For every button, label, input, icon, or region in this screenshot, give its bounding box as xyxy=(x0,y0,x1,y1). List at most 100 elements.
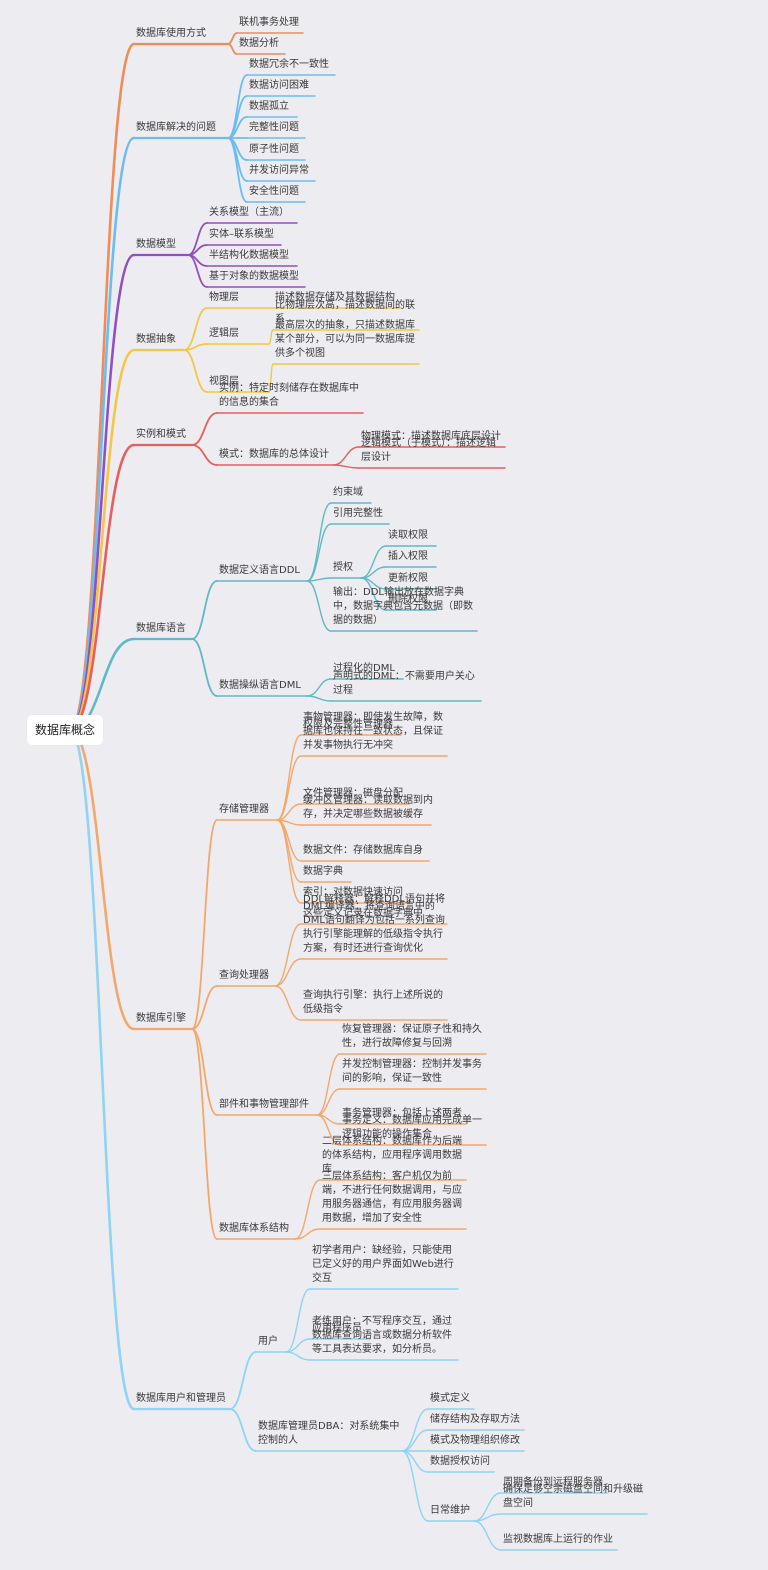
topic-node[interactable]: 数据库体系结构 xyxy=(219,1223,289,1234)
topic-node[interactable]: 初学者用户：缺经验，只能使用 已定义好的用户界面如Web进行 交互 xyxy=(312,1245,454,1284)
connector xyxy=(187,254,208,288)
topic-node[interactable]: 三层体系结构：客户机仅为前 端，不进行任何数据调用，与应 用服务器通信，有应用服… xyxy=(322,1171,462,1224)
branch-node[interactable]: 数据库语言 xyxy=(136,623,186,634)
connector xyxy=(227,32,238,45)
topic-node[interactable]: 部件和事物管理部件 xyxy=(219,1099,309,1110)
connector xyxy=(191,444,218,466)
topic-node[interactable]: 声明式的DML：不需要用户关心 过程 xyxy=(333,671,475,696)
topic-node[interactable]: 用户 xyxy=(258,1336,278,1347)
topic-node[interactable]: 日常维护 xyxy=(430,1505,470,1516)
topic-node[interactable]: 约束域 xyxy=(333,487,363,498)
topic-node[interactable]: 二层体系结构：数据库作为后端 的体系结构，应用程序调用数据 库 xyxy=(322,1136,462,1175)
connector xyxy=(332,464,360,469)
topic-node[interactable]: 描述数据存储及其数据结构 xyxy=(275,292,395,303)
topic-node[interactable]: 权限及完整性管理器 xyxy=(303,719,393,730)
connector xyxy=(401,1450,429,1522)
topic-node[interactable]: 完整性问题 xyxy=(249,122,299,133)
topic-node[interactable]: 恢复管理器：保证原子性和持久 性，进行故障修复与回溯 xyxy=(342,1024,482,1049)
branch-node[interactable]: 数据库用户和管理员 xyxy=(136,1393,226,1404)
branch-node[interactable]: 数据库使用方式 xyxy=(136,28,206,39)
connector xyxy=(306,577,332,582)
topic-node[interactable]: 更新权限 xyxy=(388,573,428,584)
topic-node[interactable]: 存储管理器 xyxy=(219,804,269,815)
topic-node[interactable]: 数据操纵语言DML xyxy=(219,680,301,691)
topic-node[interactable]: 数据分析 xyxy=(239,38,279,49)
connector xyxy=(276,819,302,862)
topic-node[interactable]: 半结构化数据模型 xyxy=(209,250,289,261)
connector xyxy=(183,307,208,351)
connector xyxy=(68,348,136,732)
topic-node[interactable]: 储存结构及存取方法 xyxy=(430,1414,520,1425)
connector xyxy=(306,695,332,702)
topic-node[interactable]: 最高层次的抽象，只描述数据库 某个部分，可以为同一数据库提 供多个视图 xyxy=(275,320,415,359)
branch-node[interactable]: 数据抽象 xyxy=(136,334,176,345)
topic-node[interactable]: 关系模型（主流） xyxy=(209,207,289,218)
connector xyxy=(191,638,218,697)
topic-node[interactable]: 数据库管理员DBA：对系统集中 控制的人 xyxy=(258,1421,400,1446)
topic-node[interactable]: 实例：特定时刻储存在数据库中 的信息的集合 xyxy=(219,383,359,408)
connector xyxy=(401,1429,429,1452)
topic-node[interactable]: 删除权限 xyxy=(388,594,428,605)
topic-node[interactable]: 监视数据库上运行的作业 xyxy=(503,1534,613,1545)
topic-node[interactable]: 缓冲区管理器：读取数据到内 存，并决定哪些数据被缓存 xyxy=(303,795,433,820)
connector xyxy=(68,728,136,1411)
branch-node[interactable]: 实例和模式 xyxy=(136,429,186,440)
topic-node[interactable]: 事务定义：数据库应用完成单一 逻辑功能的操作集合 xyxy=(342,1115,482,1140)
topic-node[interactable]: 模式：数据库的总体设计 xyxy=(219,449,329,460)
topic-node[interactable]: 数据授权访问 xyxy=(430,1456,490,1467)
topic-node[interactable]: 事务管理器：包括上述两者 xyxy=(342,1108,462,1119)
branch-node[interactable]: 数据库解决的问题 xyxy=(136,122,216,133)
topic-node[interactable]: 安全性问题 xyxy=(249,186,299,197)
topic-node[interactable]: 逻辑层 xyxy=(209,328,239,339)
topic-node[interactable]: 输出：DDL输出放在数据字典 中，数据字典包含元数据（即数 据的数据） xyxy=(333,587,473,626)
topic-node[interactable]: 查询处理器 xyxy=(219,970,269,981)
topic-node[interactable]: 应用程序员 xyxy=(312,1323,362,1334)
topic-node[interactable]: 文件管理器：磁盘分配 xyxy=(303,788,403,799)
topic-node[interactable]: 联机事务处理 xyxy=(239,17,299,28)
topic-node[interactable]: 并发控制管理器：控制并发事务 间的影响，保证一致性 xyxy=(342,1059,482,1084)
connector xyxy=(268,363,274,393)
topic-node[interactable]: 物理模式：描述数据库底层设计 xyxy=(361,431,501,442)
topic-node[interactable]: 数据孤立 xyxy=(249,101,289,112)
topic-node[interactable]: 逻辑模式（子模式）：描述逻辑 层设计 xyxy=(361,438,496,463)
topic-node[interactable]: 模式定义 xyxy=(430,1393,470,1404)
topic-node[interactable]: 数据字典 xyxy=(303,866,343,877)
topic-node[interactable]: 周期备份到远程服务器 xyxy=(503,1477,603,1488)
topic-node[interactable]: 老练用户：不写程序交互，通过 数据库查询语言或数据分析软件 等工具表达要求，如分… xyxy=(312,1316,452,1355)
topic-node[interactable]: 事物管理器：即使发生故障，数 据库也保持在一致状态，且保证 并发事物执行无冲突 xyxy=(303,712,443,751)
topic-node[interactable]: 物理层 xyxy=(209,292,239,303)
topic-node[interactable]: DML编译器：将查询语言中的 DML语句翻译为包括一系列查询 执行引擎能理解的低… xyxy=(303,901,445,954)
topic-node[interactable]: 数据文件：存储数据库自身 xyxy=(303,845,423,856)
root-node[interactable]: 数据库概念 xyxy=(27,715,103,745)
connector xyxy=(274,923,302,987)
topic-node[interactable]: 查询执行引擎：执行上述所说的 低级指令 xyxy=(303,990,443,1015)
topic-node[interactable]: 确保足够空余磁盘空间和升级磁 盘空间 xyxy=(503,1484,643,1509)
topic-node[interactable]: 数据冗余不一致性 xyxy=(249,59,329,70)
topic-node[interactable]: 视图层 xyxy=(209,376,239,387)
connector xyxy=(294,1179,321,1240)
topic-node[interactable]: 模式及物理组织修改 xyxy=(430,1435,520,1446)
topic-node[interactable]: 并发访问异常 xyxy=(249,165,309,176)
topic-node[interactable]: 过程化的DML xyxy=(333,663,395,674)
topic-node[interactable]: 读取权限 xyxy=(388,530,428,541)
connector xyxy=(183,343,208,351)
topic-node[interactable]: 实体–联系模型 xyxy=(209,229,274,240)
topic-node[interactable]: 数据定义语言DDL xyxy=(219,565,300,576)
topic-node[interactable]: 数据访问困难 xyxy=(249,80,309,91)
topic-node[interactable]: DDL解释器：解释DDL语句并将 这些定义记录在数据字典中 xyxy=(303,894,445,919)
branch-node[interactable]: 数据库引擎 xyxy=(136,1013,186,1024)
topic-node[interactable]: 引用完整性 xyxy=(333,508,383,519)
connector xyxy=(276,819,302,883)
connector xyxy=(229,1408,257,1452)
topic-node[interactable]: 授权 xyxy=(333,562,353,573)
branch-node[interactable]: 数据模型 xyxy=(136,239,176,250)
connector xyxy=(268,329,274,345)
topic-node[interactable]: 索引：对数据快速访问 xyxy=(303,887,403,898)
topic-node[interactable]: 基于对象的数据模型 xyxy=(209,271,299,282)
topic-node[interactable]: 原子性问题 xyxy=(249,144,299,155)
topic-node[interactable]: 比物理层次高，描述数据间的联 系 xyxy=(275,300,415,325)
connector xyxy=(306,678,332,697)
topic-node[interactable]: 插入权限 xyxy=(388,551,428,562)
connector xyxy=(68,136,136,732)
